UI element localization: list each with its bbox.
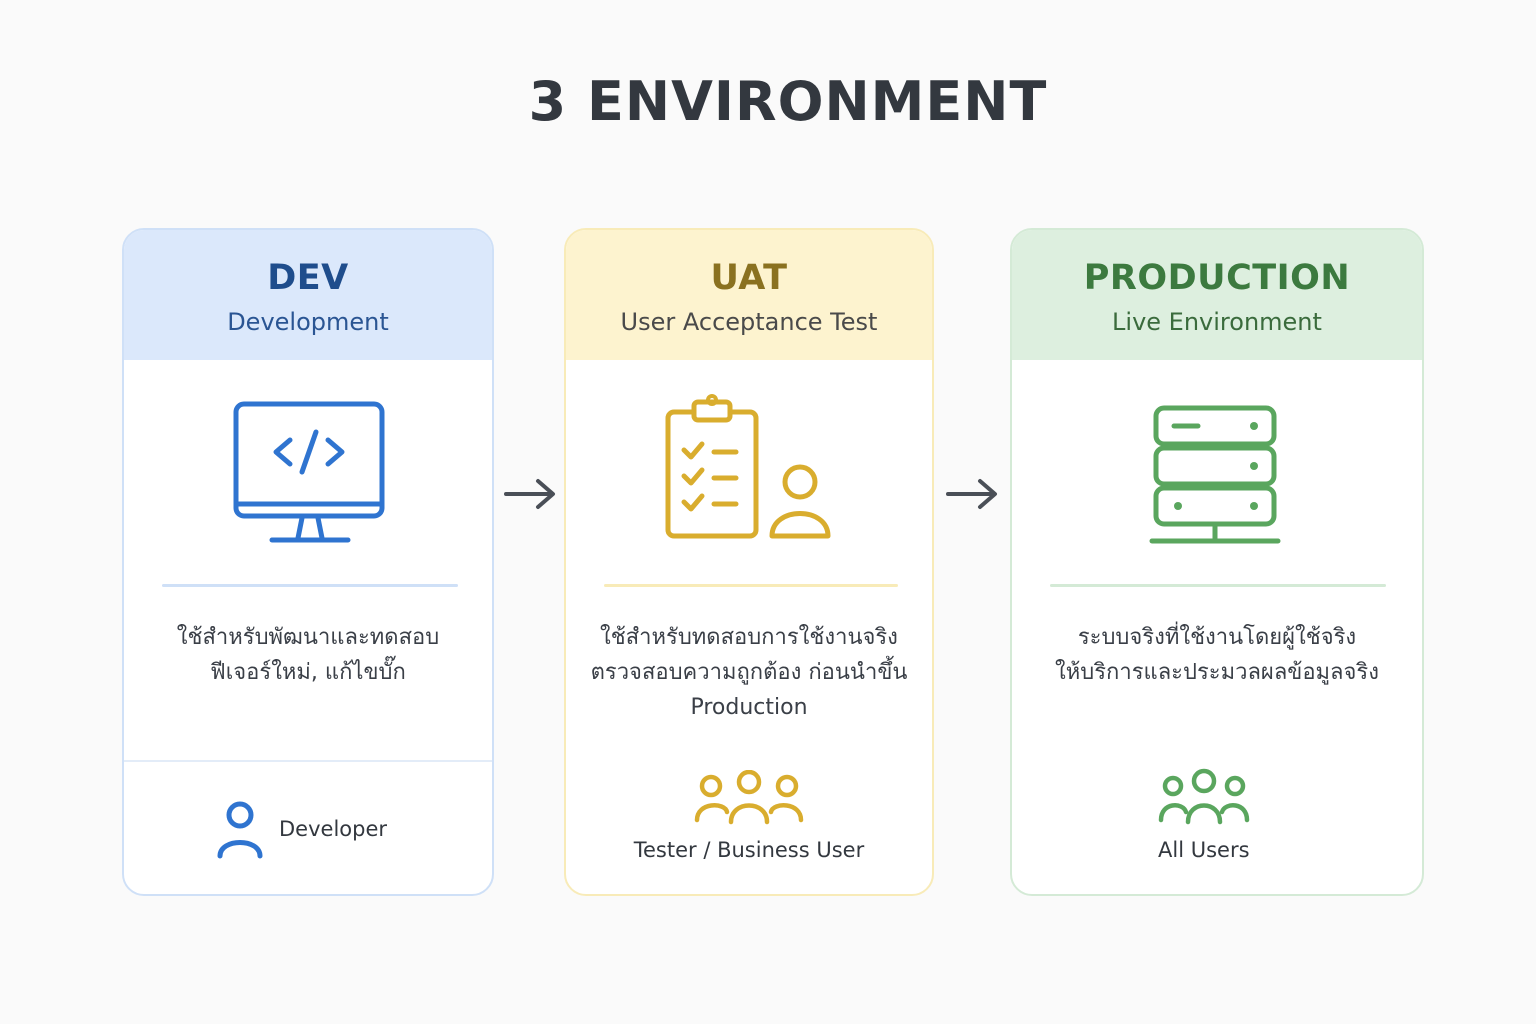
production-environment-card: PRODUCTION Live Environment ระบบจริงที่ใ…: [1010, 228, 1424, 896]
role-label: Tester / Business User: [633, 838, 865, 862]
server-icon: [1148, 404, 1284, 550]
divider: [162, 584, 458, 587]
card-subtitle: Development: [227, 308, 389, 336]
uat-environment-card: UAT User Acceptance Test ใช้สำหรับทดสอบก…: [564, 228, 934, 896]
card-header: PRODUCTION Live Environment: [1012, 230, 1422, 360]
card-header: DEV Development: [124, 230, 492, 360]
card-description: ใช้สำหรับทดสอบการใช้งานจริง ตรวจสอบความถ…: [590, 625, 908, 720]
users-group-icon: [1158, 768, 1250, 830]
checklist-user-icon: [664, 394, 834, 548]
footer-divider: [124, 760, 492, 762]
page-title: 3 ENVIRONMENT: [528, 70, 1048, 133]
dev-environment-card: DEV Development ใช้สำหรับพัฒนาและทดสอบ ฟ…: [122, 228, 494, 896]
code-monitor-icon: [232, 400, 388, 550]
card-title: DEV: [267, 258, 349, 298]
divider: [1050, 584, 1386, 587]
user-icon: [216, 800, 264, 864]
card-description: ใช้สำหรับพัฒนาและทดสอบ ฟีเจอร์ใหม่, แก้ไ…: [176, 625, 440, 685]
card-description: ระบบจริงที่ใช้งานโดยผู้ใช้จริง ให้บริการ…: [1055, 625, 1379, 685]
card-header: UAT User Acceptance Test: [566, 230, 932, 360]
arrow-right-icon: [502, 476, 558, 516]
card-title: PRODUCTION: [1083, 258, 1351, 298]
card-subtitle: User Acceptance Test: [620, 308, 878, 336]
users-group-icon: [694, 769, 804, 830]
arrow-right-icon: [944, 476, 1000, 516]
role-label: Developer: [279, 817, 388, 841]
role-label: All Users: [1158, 838, 1250, 862]
card-title: UAT: [710, 258, 788, 298]
divider: [604, 584, 898, 587]
card-subtitle: Live Environment: [1112, 308, 1322, 336]
